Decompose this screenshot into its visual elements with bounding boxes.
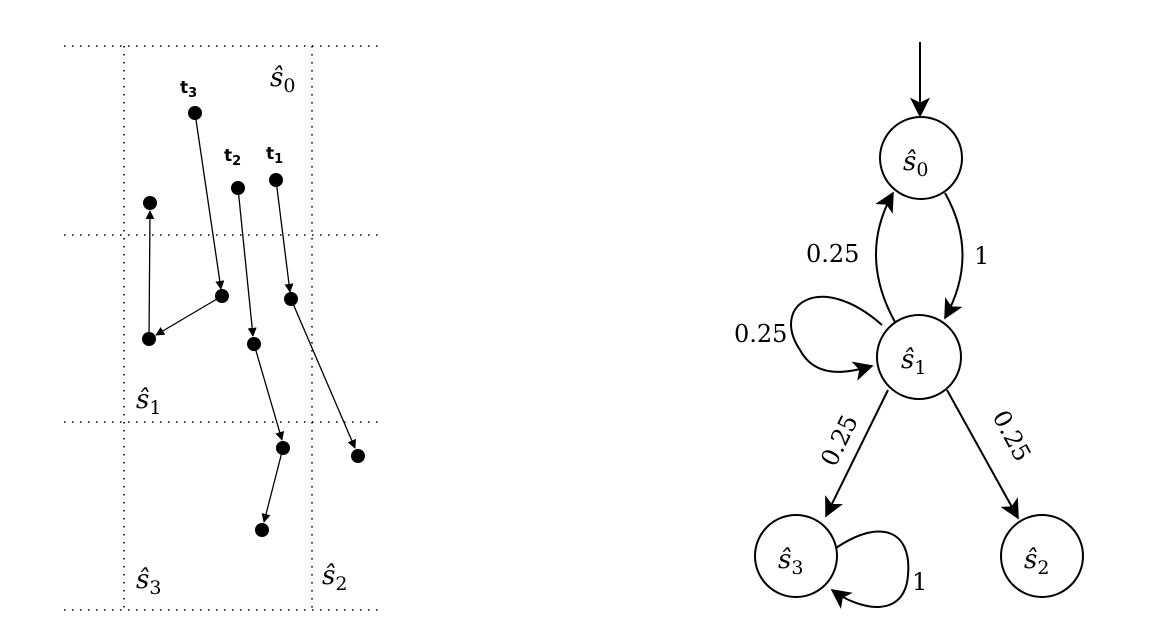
trajectory-t1-step-1: [275, 179, 294, 293]
trajectory-point: [284, 292, 298, 306]
trajectory-point: [247, 337, 261, 351]
trajectory-point: [231, 181, 245, 195]
trajectory-point: [142, 332, 156, 346]
trajectory-t3-step-2: [155, 295, 223, 336]
trajectory-t3-step-3: [145, 210, 155, 340]
trajectory-label-t2: t2: [224, 146, 241, 169]
trajectory-point: [276, 441, 290, 455]
trajectory-point: [188, 106, 202, 120]
state-s1-label: ŝ1: [901, 345, 926, 379]
trajectory-label-t1: t1: [266, 144, 283, 167]
state-s1: ŝ1: [876, 314, 962, 400]
state-s3: ŝ3: [754, 514, 838, 598]
prob-label-s1-s2: 0.25: [987, 406, 1037, 466]
prob-label-s1-s1: 0.25: [734, 320, 787, 348]
prob-label-s3-s3: 1: [912, 568, 927, 596]
abstract-mdp: ŝ0 ŝ1 ŝ3 ŝ2 1 0.25 0.25 0.25 0.25 1: [734, 42, 1084, 609]
trajectory-label-t3: t3: [180, 78, 197, 101]
state-s0-label: ŝ0: [903, 147, 928, 181]
state-s2-circle: [1000, 514, 1084, 598]
state-s1-circle: [876, 314, 962, 400]
transition-s1-s0: [875, 191, 896, 323]
region-label-s1: ŝ1: [136, 385, 161, 419]
trajectory-t2-step-2: [253, 343, 285, 441]
trajectory-point: [215, 289, 229, 303]
transition-s1-s2: [946, 389, 1019, 520]
trajectory-t2: [231, 181, 290, 537]
state-s0-circle: [879, 116, 963, 200]
state-s3-circle: [754, 514, 838, 598]
trajectory-t1: [269, 173, 365, 463]
trajectory-point: [351, 449, 365, 463]
prob-label-s1-s0: 0.25: [806, 240, 859, 268]
prob-label-s0-s1: 1: [974, 242, 989, 270]
transition-s0-s1: [944, 192, 964, 320]
trajectory-t2-step-1: [237, 187, 257, 337]
trajectory-t3: [142, 106, 229, 346]
trajectory-point: [255, 523, 269, 537]
trajectory-point: [269, 173, 283, 187]
abstraction-grid: [64, 45, 378, 611]
trajectory-t3-step-1: [194, 112, 225, 290]
state-s2: ŝ2: [1000, 514, 1084, 598]
region-label-s2: ŝ2: [322, 561, 347, 595]
prob-label-s1-s3: 0.25: [815, 410, 864, 470]
trajectory-point: [143, 196, 157, 210]
state-s3-label: ŝ3: [778, 545, 803, 579]
state-s0: ŝ0: [879, 116, 963, 200]
trajectory-t1-step-2: [290, 298, 356, 449]
transition-s3-s3: [830, 530, 910, 609]
region-label-s0: ŝ0: [270, 63, 295, 97]
transition-s1-s1: [790, 296, 883, 381]
trajectory-t2-step-3: [261, 447, 284, 523]
region-label-s3: ŝ3: [136, 565, 161, 599]
state-s2-label: ŝ2: [1024, 545, 1049, 579]
transition-s1-s3: [825, 389, 889, 518]
